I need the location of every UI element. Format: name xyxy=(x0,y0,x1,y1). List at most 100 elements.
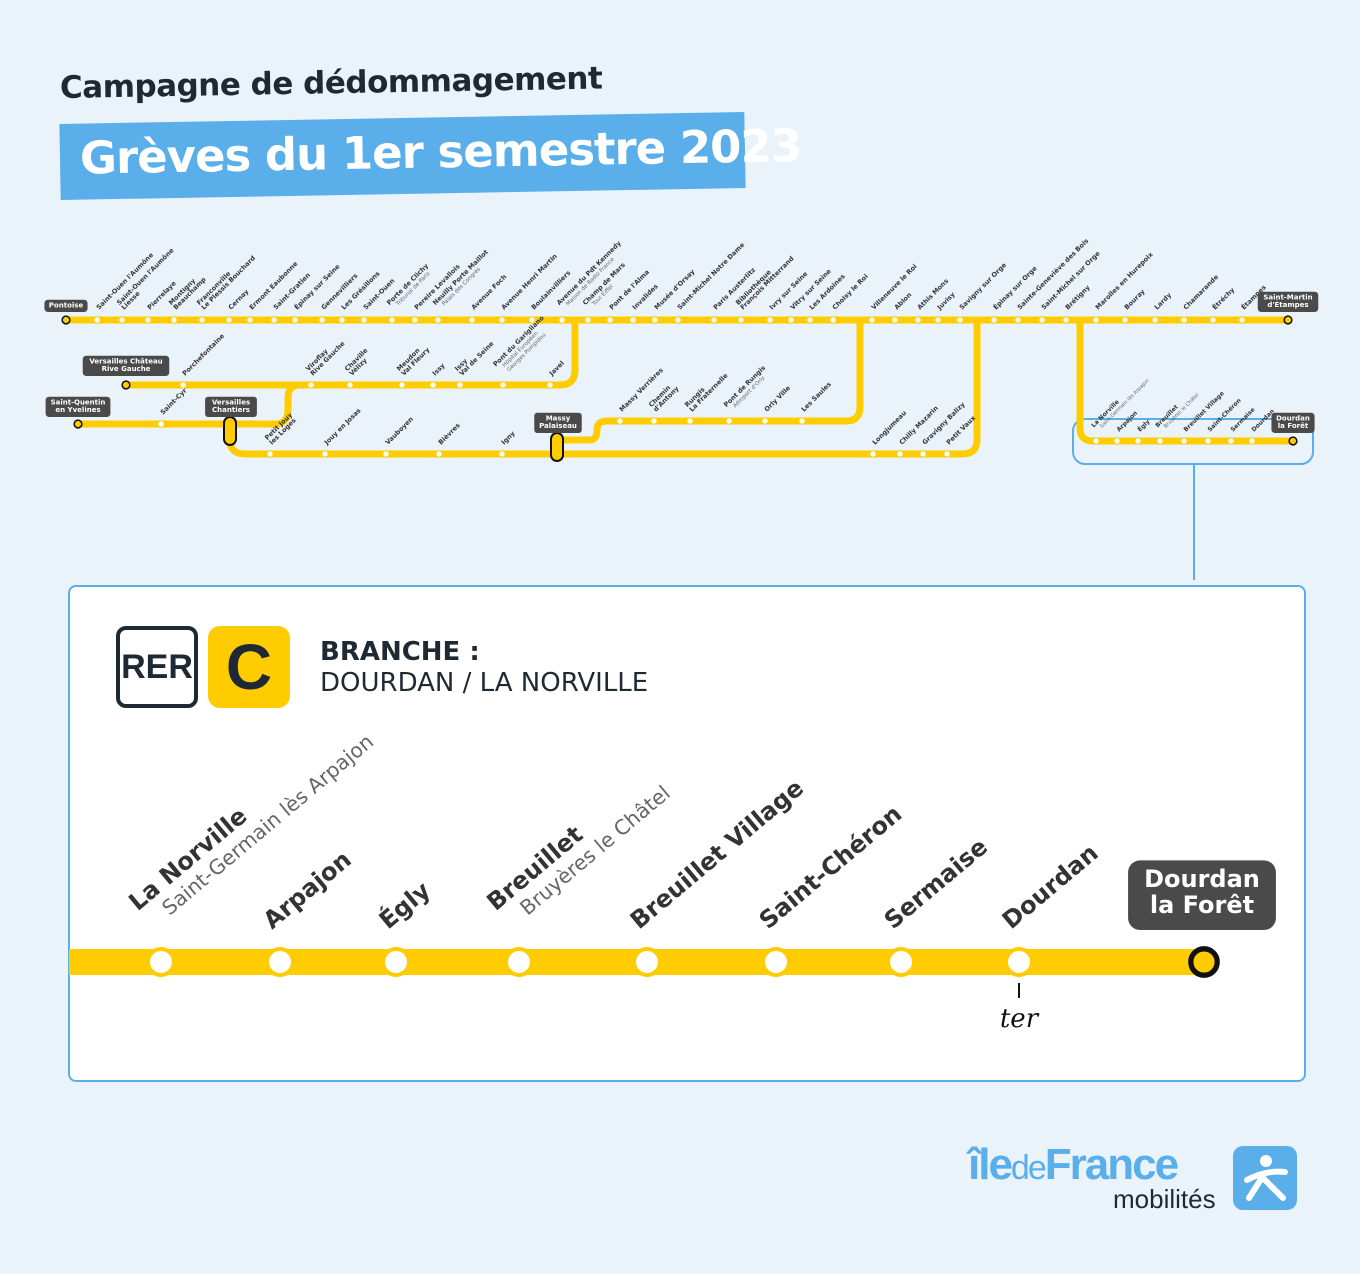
line-segment xyxy=(74,381,304,428)
station-label: Orly Ville xyxy=(763,384,793,414)
terminus-dot xyxy=(1288,436,1298,446)
station-label: Bouray xyxy=(1123,287,1147,311)
station-dot xyxy=(1121,316,1129,324)
station-dot xyxy=(896,450,904,458)
station-dot xyxy=(144,316,152,324)
station-dot xyxy=(1113,437,1121,445)
station-dot xyxy=(157,420,165,428)
line-segment xyxy=(553,316,864,444)
station-dot xyxy=(990,316,998,324)
station-dot xyxy=(1248,437,1256,445)
terminus-label: Pontoise xyxy=(49,301,84,309)
line-segment xyxy=(122,316,579,389)
station-dot xyxy=(868,316,876,324)
station-label: Marolles en Hurepoix xyxy=(1094,250,1155,311)
station-name: Bièvres xyxy=(437,421,462,446)
station-dot xyxy=(914,316,922,324)
station-label: Étréchy xyxy=(1210,285,1237,312)
station-name: Lardy xyxy=(1153,291,1174,312)
interchange-label: Chantiers xyxy=(212,406,250,414)
station-dot xyxy=(737,316,745,324)
station-dot xyxy=(434,316,442,324)
terminus-dot xyxy=(1283,315,1293,325)
station-name: Les Saules xyxy=(800,380,833,413)
station-dot xyxy=(456,381,464,389)
station-dot xyxy=(93,316,101,324)
station-label: Breuillet Village xyxy=(1182,390,1225,433)
station-dot xyxy=(761,417,769,425)
station-dot xyxy=(891,316,899,324)
station-dot xyxy=(321,450,329,458)
station-dot xyxy=(629,316,637,324)
station-dot xyxy=(388,316,396,324)
station-dot xyxy=(360,316,368,324)
terminus-dot xyxy=(61,315,71,325)
station-name: Jouy en Josas xyxy=(322,406,363,447)
station-name: Marolles en Hurepoix xyxy=(1094,250,1155,311)
station-name: François Mitterrand xyxy=(739,254,796,311)
branch-title: BRANCHE : xyxy=(320,637,480,667)
logo-wordmark: îledeFrance xyxy=(968,1140,1179,1189)
station-name: Bouray xyxy=(1123,287,1147,311)
station-name: Avenue Henri Martin xyxy=(500,252,559,311)
station-dot xyxy=(943,450,951,458)
station-dot xyxy=(1156,437,1164,445)
station-dot xyxy=(686,417,694,425)
station-dot xyxy=(498,316,506,324)
station-dot xyxy=(787,316,795,324)
terminus-label-box xyxy=(82,355,170,376)
station-dot xyxy=(468,316,476,324)
station-dot xyxy=(616,417,624,425)
terminus-label: la Forêt xyxy=(1278,422,1309,430)
station-dot xyxy=(398,381,406,389)
station-dot xyxy=(318,316,326,324)
terminus-label: Saint-Quentin xyxy=(51,398,106,406)
station-name: Cernay xyxy=(227,287,251,311)
interchange-capsule xyxy=(550,432,564,462)
station-name: Étréchy xyxy=(1210,285,1237,312)
station-label: Jouy en Josas xyxy=(322,406,363,447)
station-dot xyxy=(338,316,346,324)
station-name: Orly Ville xyxy=(763,384,793,414)
station-dot xyxy=(246,316,254,324)
station-dot xyxy=(725,417,733,425)
terminus-label-box xyxy=(1257,291,1319,312)
station-dot xyxy=(869,450,877,458)
interchange-label-box xyxy=(534,412,582,433)
station-dot xyxy=(766,316,774,324)
terminus-label: d'Étampes xyxy=(1267,300,1308,309)
station-name: Igny xyxy=(500,429,517,446)
station-dot xyxy=(1180,316,1188,324)
station-label: Chilly Mazarin xyxy=(898,404,940,446)
terminus-label-box xyxy=(44,299,88,312)
logo-subtitle: mobilités xyxy=(1113,1184,1216,1214)
station-dot xyxy=(118,316,126,324)
idfm-logo-icon xyxy=(1233,1146,1297,1210)
station-dot xyxy=(435,450,443,458)
rer-badge: RER xyxy=(116,626,198,708)
station-name: Gravigny Balizy xyxy=(921,400,967,446)
station-dot xyxy=(710,316,718,324)
station-label: Les Saules xyxy=(800,380,833,413)
station-dot xyxy=(270,316,278,324)
station-dot xyxy=(1180,437,1188,445)
station-dot xyxy=(919,450,927,458)
station-dot xyxy=(1014,316,1022,324)
interchange-label: Palaiseau xyxy=(539,422,577,430)
station-label: Gravigny Balizy xyxy=(921,400,967,446)
station-dot xyxy=(546,381,554,389)
interchange-capsule xyxy=(223,416,237,446)
station-label: Saint-Cyr xyxy=(159,386,189,416)
station-name: Ablon xyxy=(893,291,914,312)
station-dot xyxy=(198,316,206,324)
station-dot xyxy=(1062,316,1070,324)
station-dot xyxy=(606,316,614,324)
idfm-logo: îledeFrance mobilités xyxy=(968,1140,1216,1214)
station-dot xyxy=(170,316,178,324)
station-name: Vauboyen xyxy=(384,415,415,446)
line-c-badge: C xyxy=(208,626,290,708)
